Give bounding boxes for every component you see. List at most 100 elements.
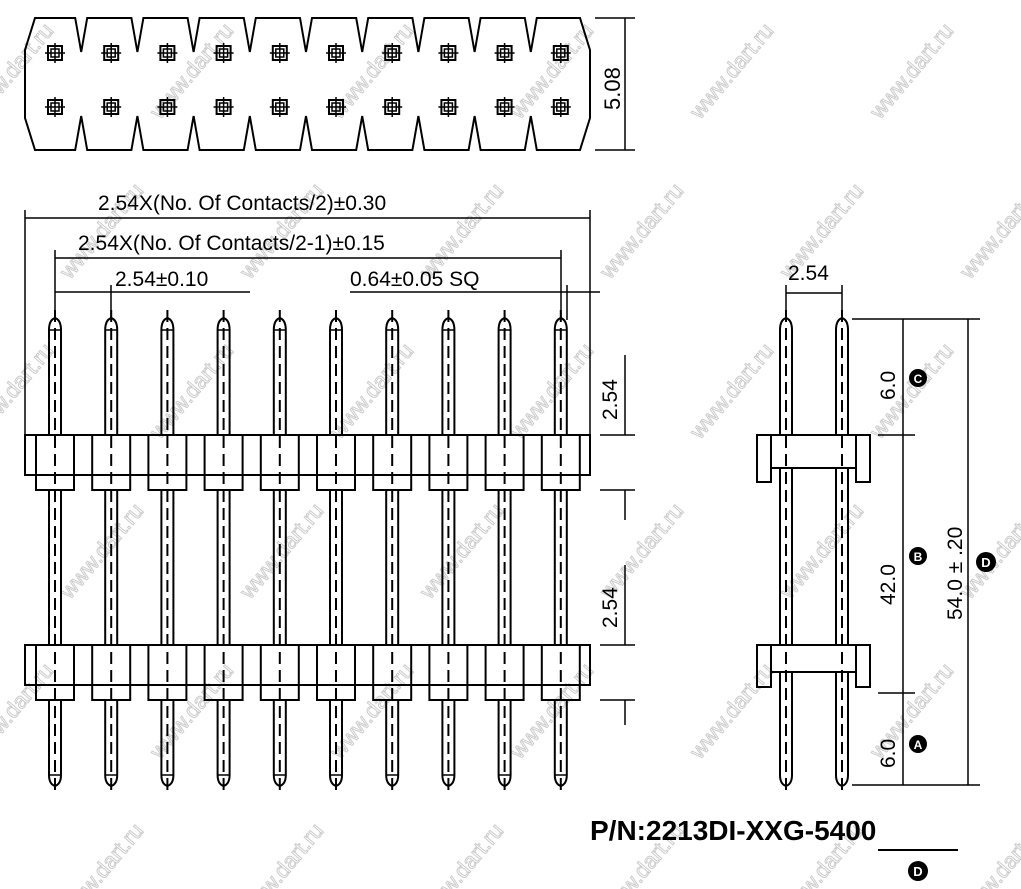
dim-overall: 2.54X(No. Of Contacts/2)±0.30 xyxy=(98,192,386,215)
watermark-text: www.dart.ru xyxy=(504,658,598,764)
dim-a: 6.0 xyxy=(877,739,900,768)
dim-pitch-span: 2.54X(No. Of Contacts/2-1)±0.15 xyxy=(78,232,385,255)
pin-middle xyxy=(104,490,119,645)
pin-middle xyxy=(779,468,793,645)
dim-pitch: 2.54±0.10 xyxy=(115,268,208,291)
watermark-text: www.dart.ru xyxy=(414,498,508,604)
housing-tab-right xyxy=(855,434,871,483)
pin-middle xyxy=(553,490,568,645)
dim-row-pitch: 2.54 xyxy=(788,262,829,285)
pin xyxy=(160,310,175,795)
watermark-text: www.dart.ru xyxy=(684,18,778,124)
contact-square xyxy=(494,97,515,117)
watermark-text: www.dart.ru xyxy=(954,818,1021,889)
dim-upper-tip: 2.54 xyxy=(599,379,622,420)
plastic-housing xyxy=(24,644,591,686)
contact-square xyxy=(326,97,346,117)
watermark-text: www.dart.ru xyxy=(774,498,868,604)
contact-square xyxy=(382,97,403,117)
watermark-text: www.dart.ru xyxy=(684,338,778,444)
label-d: D xyxy=(981,555,990,570)
watermark-text: www.dart.ru xyxy=(324,338,418,444)
top-view xyxy=(24,17,591,151)
contact-square xyxy=(438,97,459,117)
contact-square xyxy=(101,97,122,117)
watermark-text: www.dart.ru xyxy=(324,18,418,124)
label-c: C xyxy=(914,372,923,386)
pin xyxy=(497,310,512,795)
svg-text:P/N:2213DI-XXG-5400: P/N:2213DI-XXG-5400 xyxy=(590,815,876,846)
contact-square xyxy=(550,43,571,63)
housing-body xyxy=(770,644,857,673)
label-a-badge: A xyxy=(909,735,927,753)
housing-tab-left xyxy=(756,434,772,483)
watermark-text: www.dart.ru xyxy=(234,818,328,889)
watermark-text: www.dart.ru xyxy=(864,18,958,124)
pin xyxy=(272,310,287,795)
contact-square xyxy=(494,43,515,63)
watermark-text: www.dart.ru xyxy=(54,498,148,604)
watermark-text: www.dart.ru xyxy=(324,658,418,764)
pin xyxy=(48,310,62,795)
part-number: P/N:2213DI-XXG-5400 D xyxy=(590,815,958,881)
watermark-text: www.dart.ru xyxy=(684,658,778,764)
side-view xyxy=(756,310,871,795)
contact-square xyxy=(101,43,122,63)
part-number-ref: D xyxy=(913,864,922,879)
plastic-housing xyxy=(24,434,591,476)
pin-middle xyxy=(835,468,849,645)
pin-middle xyxy=(216,490,231,645)
pin-middle xyxy=(272,490,287,645)
pin-middle xyxy=(497,490,512,645)
dim-pin-square: 0.64±0.05 SQ xyxy=(350,268,479,291)
pin-middle xyxy=(441,490,456,645)
dim-d: 54.0 ± .20 xyxy=(944,527,967,620)
contact-square xyxy=(213,43,234,63)
contact-square xyxy=(269,43,290,63)
pin-middle xyxy=(48,490,62,645)
pin xyxy=(553,310,568,795)
label-d-badge: D xyxy=(976,552,996,572)
contact-square xyxy=(382,43,403,63)
pin xyxy=(329,310,343,795)
watermark-text: www.dart.ru xyxy=(954,178,1021,284)
contact-square xyxy=(213,97,234,117)
side-dimensions: 2.54 6.0 42.0 6.0 54.0 ± .20 C B A D xyxy=(785,262,996,786)
contact-square xyxy=(157,43,178,63)
pin xyxy=(216,310,231,795)
part-number-prefix: P/N:2213DI-XXG- xyxy=(590,815,814,846)
dim-c: 6.0 xyxy=(877,371,900,400)
contact-square xyxy=(157,97,178,117)
dim-spacer: 2.54 xyxy=(599,587,622,628)
watermark-text: www.dart.ru xyxy=(54,818,148,889)
pin xyxy=(385,310,400,795)
watermark-text: www.dart.ru xyxy=(414,818,508,889)
part-number-code: 5400 xyxy=(814,815,876,846)
label-b: B xyxy=(914,550,923,564)
pin-middle xyxy=(385,490,400,645)
front-dimensions: 2.54X(No. Of Contacts/2)±0.30 2.54X(No. … xyxy=(24,192,635,725)
watermark-text: www.dart.ru xyxy=(234,498,328,604)
top-height-dimension: 5.08 xyxy=(595,17,635,151)
watermark-text: www.dart.ru xyxy=(594,178,688,284)
pin-middle xyxy=(329,490,343,645)
dim-top-height: 5.08 xyxy=(600,67,625,110)
dim-b: 42.0 xyxy=(877,564,900,605)
contact-square xyxy=(326,43,346,63)
front-view xyxy=(24,310,591,795)
housing-outline xyxy=(24,17,591,151)
contact-square xyxy=(269,97,290,117)
housing-body xyxy=(770,434,857,469)
side-pin xyxy=(835,310,849,795)
housing-tab-right xyxy=(855,644,871,688)
side-pin xyxy=(779,310,793,795)
contact-square xyxy=(45,43,65,63)
label-b-badge: B xyxy=(909,547,927,565)
pin xyxy=(441,310,456,795)
label-c-badge: C xyxy=(909,369,927,387)
watermark-text: www.dart.ru xyxy=(504,338,598,444)
label-a: A xyxy=(914,738,923,752)
pin-middle xyxy=(160,490,175,645)
